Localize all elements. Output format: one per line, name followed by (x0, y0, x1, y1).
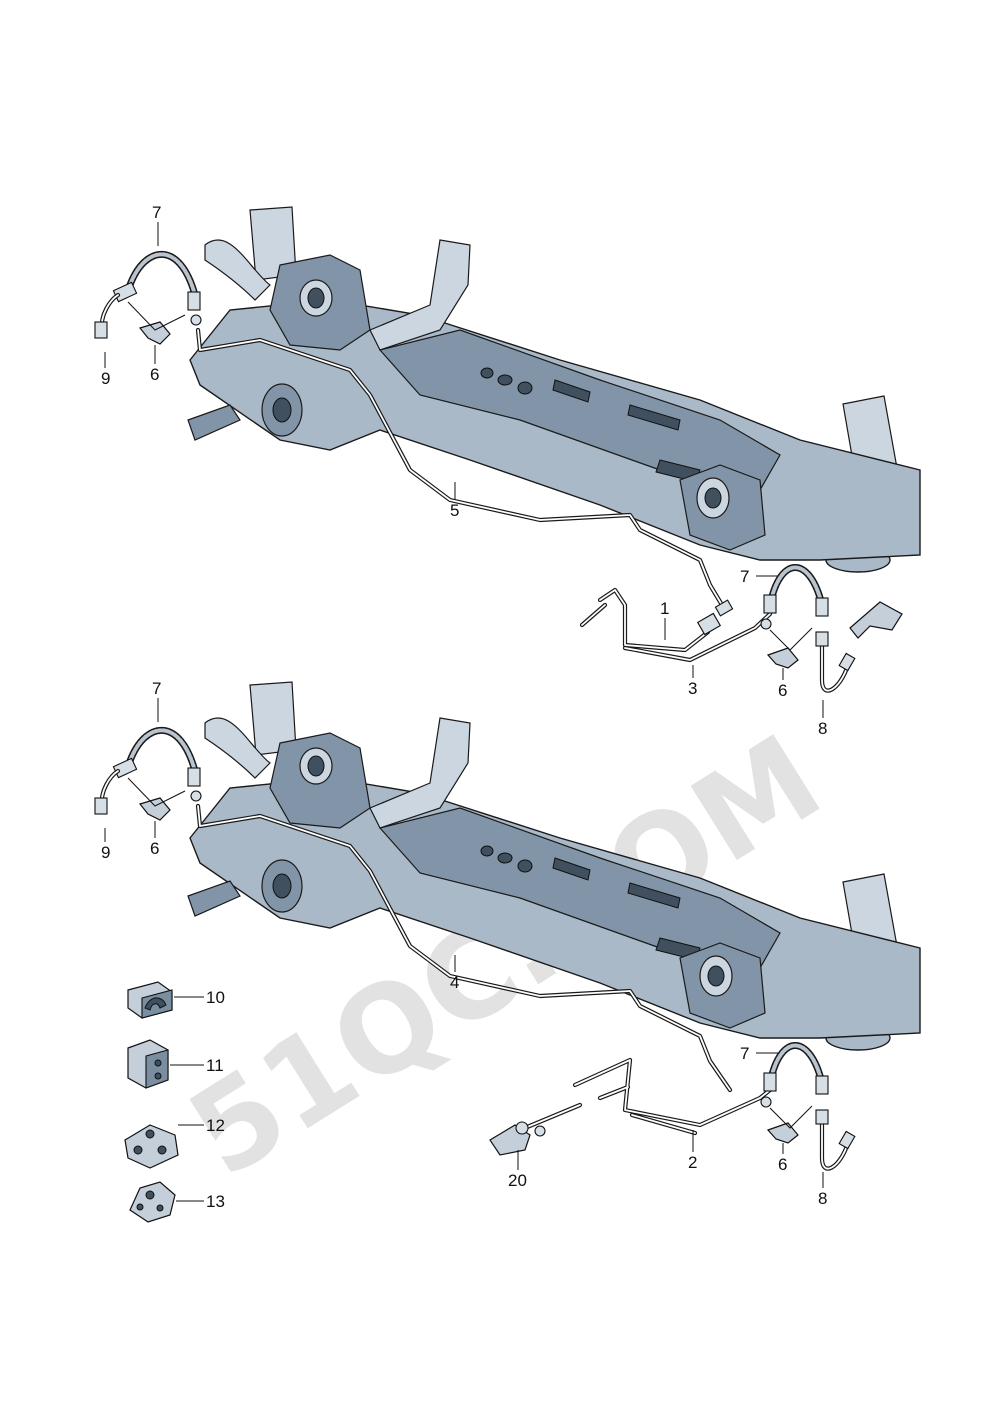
lower-left-arm-tube (204, 717, 271, 779)
callout-4: 4 (450, 973, 459, 992)
lower-left-lever (187, 880, 241, 917)
callout-12: 12 (206, 1116, 225, 1135)
lower-part-20 (489, 1121, 546, 1156)
callout-6-lower-right: 6 (778, 1155, 787, 1174)
upper-right-hose-7 (760, 564, 829, 630)
callout-6-lower-left: 6 (150, 839, 159, 858)
callout-7-upper-left: 7 (152, 203, 161, 222)
upper-left-hose-7 (112, 250, 202, 326)
lower-roll-bar (369, 717, 471, 829)
lower-hose-8 (815, 1109, 856, 1171)
callout-9-lower: 9 (101, 843, 110, 862)
callout-7-upper-right: 7 (740, 567, 749, 586)
part-12-clamp (124, 1124, 179, 1169)
callout-5: 5 (450, 501, 459, 520)
callout-8-upper: 8 (818, 719, 827, 738)
lower-beam-web (378, 807, 781, 969)
upper-assembly (94, 206, 921, 693)
upper-hose-9 (94, 292, 121, 339)
upper-brake-line-5 (195, 327, 728, 613)
part-10-clamp (127, 981, 173, 1019)
lower-brake-line-2 (517, 1057, 773, 1136)
callout-1: 1 (660, 599, 669, 618)
upper-clip-6 (138, 321, 171, 345)
upper-beam-web (378, 329, 781, 491)
callout-8-lower: 8 (818, 1189, 827, 1208)
lower-clip-6 (138, 797, 171, 821)
callout-20: 20 (508, 1171, 527, 1190)
callout-11: 11 (206, 1056, 224, 1075)
callout-7-lower-left: 7 (152, 679, 161, 698)
lower-brake-line-4 (195, 803, 733, 1093)
callout-6-upper-left: 6 (150, 365, 159, 384)
upper-clip-6b (766, 647, 799, 669)
upper-left-lever (187, 404, 241, 441)
part-13-clamp (129, 1181, 176, 1223)
upper-small-bracket (849, 601, 903, 639)
upper-roll-bar (369, 239, 471, 351)
callout-9-upper: 9 (101, 369, 110, 388)
callout-2: 2 (688, 1153, 697, 1172)
lower-hose-9 (94, 768, 121, 815)
callout-3: 3 (688, 679, 697, 698)
callout-6-upper-right: 6 (778, 681, 787, 700)
part-11-clamp (127, 1039, 169, 1089)
callout-10: 10 (206, 988, 225, 1007)
callouts: 7 9 6 5 7 1 3 6 8 7 9 6 4 7 2 20 6 (101, 203, 827, 1211)
callout-7-lower-right: 7 (740, 1044, 749, 1063)
lower-assembly (94, 681, 921, 1171)
lower-clip-6b (766, 1122, 799, 1144)
upper-brake-line-1-3 (579, 587, 773, 663)
lower-left-hose-7 (112, 726, 202, 802)
upper-hose-8 (815, 631, 856, 693)
upper-left-arm-tube (204, 239, 271, 301)
lower-right-hose-7 (760, 1042, 829, 1108)
callout-13: 13 (206, 1192, 225, 1211)
